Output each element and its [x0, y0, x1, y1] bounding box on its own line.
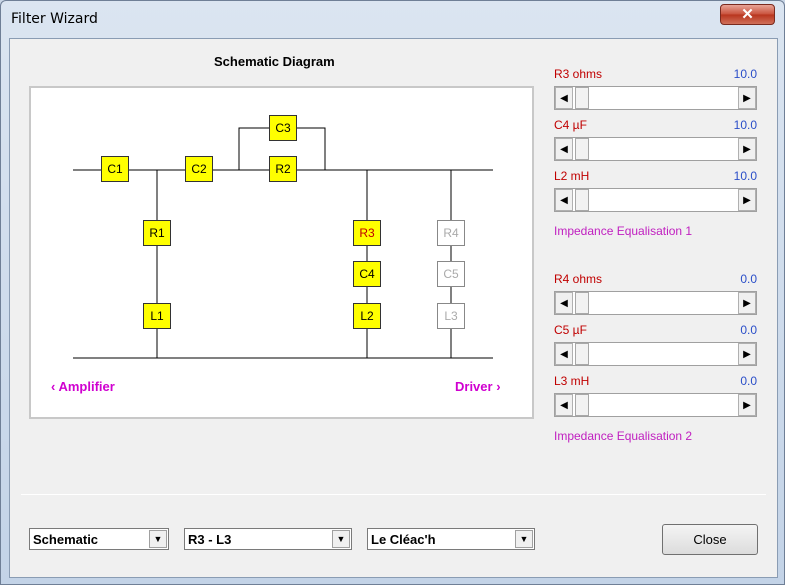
slider-thumb[interactable] [575, 292, 589, 314]
component-c4[interactable]: C4 [353, 261, 381, 287]
param-c5-label: C5 µF [554, 323, 587, 337]
dropdown-arrow-icon[interactable]: ▼ [332, 530, 350, 548]
left-arrow-icon[interactable]: ◀ [555, 189, 573, 211]
component-r3[interactable]: R3 [353, 220, 381, 246]
param-l3-value: 0.0 [740, 374, 757, 388]
left-arrow-icon[interactable]: ◀ [555, 343, 573, 365]
schematic-title: Schematic Diagram [214, 54, 335, 69]
component-r2[interactable]: R2 [269, 156, 297, 182]
right-arrow-icon[interactable]: ▶ [738, 394, 756, 416]
schematic-panel: C1 C2 C3 R2 R1 L1 R3 C4 L2 R4 C5 L3 ‹ Am… [29, 86, 534, 419]
right-arrow-icon[interactable]: ▶ [738, 138, 756, 160]
range-select[interactable]: R3 - L3 ▼ [184, 528, 352, 550]
component-l2[interactable]: L2 [353, 303, 381, 329]
component-c2[interactable]: C2 [185, 156, 213, 182]
param-l2-slider[interactable]: ◀ ▶ [554, 188, 757, 212]
driver-link[interactable]: Driver › [455, 379, 501, 394]
param-l2-value: 10.0 [733, 169, 757, 183]
param-r4-label: R4 ohms [554, 272, 603, 286]
param-c4-label: C4 µF [554, 118, 587, 132]
param-l2-label: L2 mH [554, 169, 590, 183]
component-r4[interactable]: R4 [437, 220, 465, 246]
range-select-value: R3 - L3 [188, 532, 232, 547]
slider-thumb[interactable] [575, 394, 589, 416]
dropdown-arrow-icon[interactable]: ▼ [515, 530, 533, 548]
amplifier-link[interactable]: ‹ Amplifier [51, 379, 115, 394]
right-arrow-icon[interactable]: ▶ [738, 343, 756, 365]
slider-thumb[interactable] [575, 138, 589, 160]
right-arrow-icon[interactable]: ▶ [738, 292, 756, 314]
param-c5-value: 0.0 [740, 323, 757, 337]
left-arrow-icon[interactable]: ◀ [555, 394, 573, 416]
type-select-value: Le Cléac'h [371, 532, 436, 547]
window-close-button[interactable]: ✕ [720, 4, 775, 25]
param-l3-slider[interactable]: ◀ ▶ [554, 393, 757, 417]
component-c1[interactable]: C1 [101, 156, 129, 182]
group-label-eq1: Impedance Equalisation 1 [554, 224, 693, 238]
left-arrow-icon[interactable]: ◀ [555, 138, 573, 160]
slider-thumb[interactable] [575, 343, 589, 365]
slider-thumb[interactable] [575, 189, 589, 211]
right-arrow-icon[interactable]: ▶ [738, 87, 756, 109]
group-label-eq2: Impedance Equalisation 2 [554, 429, 693, 443]
component-c3[interactable]: C3 [269, 115, 297, 141]
type-select[interactable]: Le Cléac'h ▼ [367, 528, 535, 550]
component-l3[interactable]: L3 [437, 303, 465, 329]
component-l1[interactable]: L1 [143, 303, 171, 329]
view-select[interactable]: Schematic ▼ [29, 528, 169, 550]
close-icon: ✕ [741, 6, 754, 23]
window-title: Filter Wizard [11, 11, 98, 27]
component-c5[interactable]: C5 [437, 261, 465, 287]
slider-thumb[interactable] [575, 87, 589, 109]
param-r3-value: 10.0 [733, 67, 757, 81]
component-r1[interactable]: R1 [143, 220, 171, 246]
title-bar: Filter Wizard ✕ [1, 1, 784, 37]
param-r3-slider[interactable]: ◀ ▶ [554, 86, 757, 110]
param-r4-slider[interactable]: ◀ ▶ [554, 291, 757, 315]
close-button[interactable]: Close [662, 524, 758, 555]
right-arrow-icon[interactable]: ▶ [738, 189, 756, 211]
left-arrow-icon[interactable]: ◀ [555, 87, 573, 109]
left-arrow-icon[interactable]: ◀ [555, 292, 573, 314]
param-c4-value: 10.0 [733, 118, 757, 132]
view-select-value: Schematic [33, 532, 99, 547]
param-r3-label: R3 ohms [554, 67, 603, 81]
dropdown-arrow-icon[interactable]: ▼ [149, 530, 167, 548]
param-c5-slider[interactable]: ◀ ▶ [554, 342, 757, 366]
param-r4-value: 0.0 [740, 272, 757, 286]
param-l3-label: L3 mH [554, 374, 590, 388]
param-c4-slider[interactable]: ◀ ▶ [554, 137, 757, 161]
separator [21, 494, 766, 495]
